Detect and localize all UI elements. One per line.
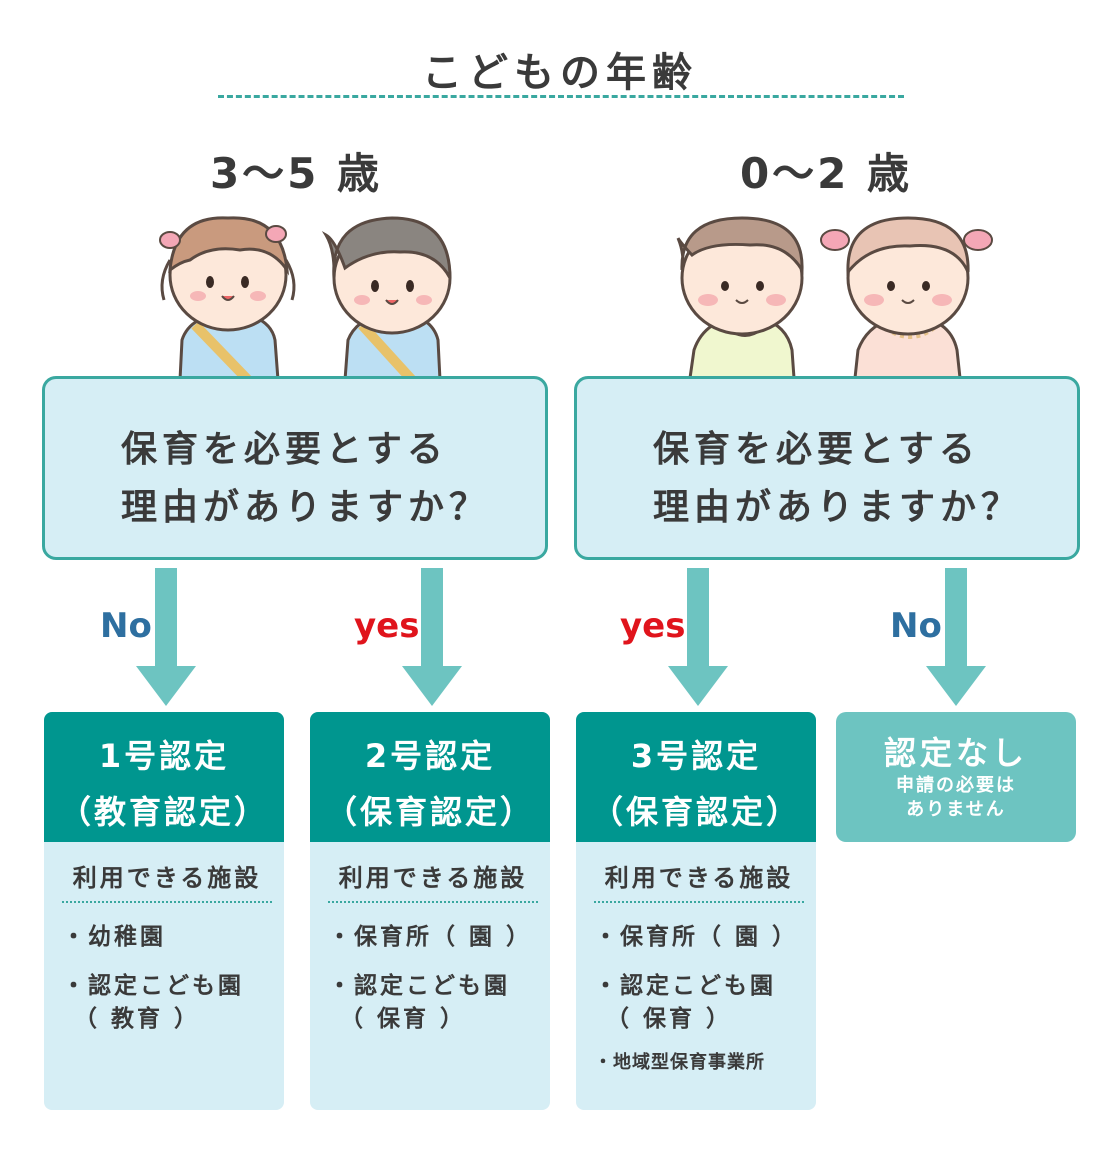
question-line-1: 保育を必要とする xyxy=(653,429,980,470)
card-body: 利用できる施設 ・保育所（ 園 ） ・認定こども園 （ 保育 ） ・地域型保育事… xyxy=(576,842,816,1110)
no-certification-note-2: ありません xyxy=(906,799,1006,820)
no-certification-title: 認定なし xyxy=(883,734,1028,772)
facility-item: ・保育所（ 園 ） xyxy=(594,924,799,950)
facility-item-note: （ 保育 ） xyxy=(606,1006,733,1032)
facility-item-note: （ 教育 ） xyxy=(74,1006,201,1032)
certification-card-1: 1号認定 （教育認定） 利用できる施設 ・幼稚園 ・認定こども園 （ 教育 ） xyxy=(44,712,284,1110)
facility-item-note: （ 保育 ） xyxy=(340,1006,467,1032)
card-title: 2号認定 xyxy=(364,737,496,775)
question-box-right: 保育を必要とする 理由がありますか？ xyxy=(574,376,1080,560)
arrow-label-no-left: No xyxy=(100,606,152,646)
older-kids-illustration xyxy=(159,216,452,380)
age-label-3-5: 3～5 歳 xyxy=(209,149,383,198)
facility-item: ・認定こども園 xyxy=(62,973,244,999)
card-title: 3号認定 xyxy=(630,737,762,775)
card-type: （教育認定） xyxy=(58,793,269,831)
card-header: 3号認定 （保育認定） xyxy=(576,712,816,842)
certification-card-2: 2号認定 （保育認定） 利用できる施設 ・保育所（ 園 ） ・認定こども園 （ … xyxy=(310,712,550,1110)
arrow-yes-left xyxy=(402,568,462,706)
question-line-2: 理由がありますか？ xyxy=(121,487,491,528)
arrow-no-left xyxy=(136,568,196,706)
no-certification-note-1: 申請の必要は xyxy=(896,775,1016,796)
arrow-yes-right xyxy=(668,568,728,706)
facility-item: ・認定こども園 xyxy=(594,973,776,999)
question-line-2: 理由がありますか？ xyxy=(653,487,1023,528)
facilities-heading: 利用できる施設 xyxy=(62,858,272,903)
facility-item: ・認定こども園 xyxy=(328,973,510,999)
card-title: 1号認定 xyxy=(98,737,230,775)
card-type: （保育認定） xyxy=(324,793,535,831)
card-type: （保育認定） xyxy=(590,793,801,831)
facility-item: ・幼稚園 xyxy=(62,924,166,950)
younger-kids-illustration xyxy=(676,216,993,380)
arrow-no-right xyxy=(926,568,986,706)
arrow-label-yes-right: yes xyxy=(620,606,686,646)
card-body: 利用できる施設 ・幼稚園 ・認定こども園 （ 教育 ） xyxy=(44,842,284,1110)
card-header: 2号認定 （保育認定） xyxy=(310,712,550,842)
facilities-heading: 利用できる施設 xyxy=(328,858,538,903)
arrow-label-yes-left: yes xyxy=(354,606,420,646)
certification-card-3: 3号認定 （保育認定） 利用できる施設 ・保育所（ 園 ） ・認定こども園 （ … xyxy=(576,712,816,1110)
facility-item: ・地域型保育事業所 xyxy=(594,1052,765,1073)
question-line-1: 保育を必要とする xyxy=(121,429,448,470)
card-body: 利用できる施設 ・保育所（ 園 ） ・認定こども園 （ 保育 ） xyxy=(310,842,550,1110)
page-title: こどもの年齢 xyxy=(422,50,698,96)
question-box-left: 保育を必要とする 理由がありますか？ xyxy=(42,376,548,560)
age-label-0-2: 0～2 歳 xyxy=(739,149,913,198)
arrow-label-no-right: No xyxy=(890,606,942,646)
facilities-heading: 利用できる施設 xyxy=(594,858,804,903)
no-certification-card: 認定なし 申請の必要は ありません xyxy=(836,712,1076,842)
card-header: 1号認定 （教育認定） xyxy=(44,712,284,842)
title-divider xyxy=(218,95,904,98)
facility-item: ・保育所（ 園 ） xyxy=(328,924,533,950)
